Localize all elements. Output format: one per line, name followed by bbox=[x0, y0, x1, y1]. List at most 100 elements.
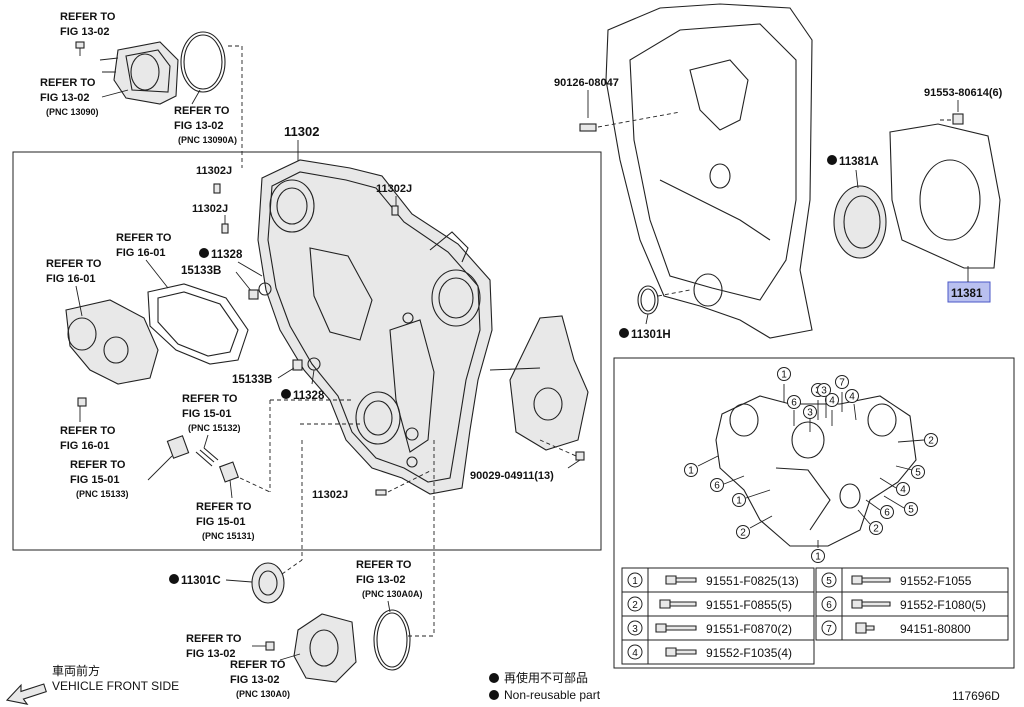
refer-label-3c: (PNC 13090A) bbox=[178, 135, 237, 145]
svg-text:3: 3 bbox=[807, 408, 813, 419]
svg-text:94151-80800: 94151-80800 bbox=[900, 622, 971, 636]
timing-cover-frame bbox=[12, 151, 602, 551]
callout-marker: 6 bbox=[865, 499, 894, 519]
svg-text:5: 5 bbox=[826, 576, 832, 587]
lower-pump-drawing bbox=[293, 613, 357, 683]
timing-chain-cover-drawing bbox=[257, 159, 493, 495]
part-11302j-label-b: 11302J bbox=[192, 203, 228, 215]
lower-o-ring-drawing bbox=[373, 609, 411, 671]
refer-label-10b: FIG 13-02 bbox=[356, 574, 406, 586]
part-11301c-label: 11301C bbox=[181, 575, 221, 587]
part-11302j-label-c: 11302J bbox=[376, 183, 412, 195]
refer-label-1a: REFER TO bbox=[60, 11, 116, 23]
non-reusable-legend: 再使用不可部品 Non-reusable part bbox=[489, 670, 601, 702]
svg-text:91551-F0825(13): 91551-F0825(13) bbox=[706, 574, 799, 588]
part-15133b-label-a: 15133B bbox=[181, 265, 221, 277]
svg-text:5: 5 bbox=[908, 505, 914, 516]
refer-label-8a: REFER TO bbox=[70, 459, 126, 471]
water-pump-drawing bbox=[65, 299, 159, 385]
refer-label-2a: REFER TO bbox=[40, 77, 96, 89]
svg-text:1: 1 bbox=[736, 496, 742, 507]
svg-text:91552-F1035(4): 91552-F1035(4) bbox=[706, 646, 792, 660]
callout-marker: 4 bbox=[879, 477, 910, 496]
refer-label-2c: (PNC 13090) bbox=[46, 107, 99, 117]
bolt-row: 5 91552-F1055 bbox=[821, 572, 972, 588]
refer-label-9c: (PNC 15131) bbox=[202, 531, 255, 541]
svg-text:1: 1 bbox=[688, 466, 694, 477]
bolt-table: 1 91551-F0825(13) 2 91551-F0855(5) 3 915… bbox=[621, 567, 1009, 665]
svg-text:91552-F1080(5): 91552-F1080(5) bbox=[900, 598, 986, 612]
rear-oil-seal-drawing bbox=[833, 185, 887, 259]
part-91553-label: 91553-80614(6) bbox=[924, 87, 1003, 99]
bolt-row: 6 91552-F1080(5) bbox=[821, 596, 986, 612]
callout-marker: 4 bbox=[845, 389, 859, 421]
refer-label-5a: REFER TO bbox=[46, 258, 102, 270]
svg-text:VEHICLE FRONT SIDE: VEHICLE FRONT SIDE bbox=[52, 679, 179, 693]
refer-label-7b: FIG 15-01 bbox=[182, 408, 232, 420]
svg-text:1: 1 bbox=[781, 370, 787, 381]
part-11302-label: 11302 bbox=[284, 124, 319, 139]
part-11381-label: 11381 bbox=[951, 288, 983, 300]
refer-label-3b: FIG 13-02 bbox=[174, 120, 224, 132]
part-11302j-label-a: 11302J bbox=[196, 165, 232, 177]
refer-label-7a: REFER TO bbox=[182, 393, 238, 405]
bullet-icon bbox=[489, 690, 499, 700]
oil-pump-bracket-drawing bbox=[489, 315, 589, 451]
svg-text:6: 6 bbox=[826, 600, 832, 611]
figure-id: 117696D bbox=[952, 689, 1000, 703]
refer-label-10a: REFER TO bbox=[356, 559, 412, 571]
refer-label-12a: REFER TO bbox=[230, 659, 286, 671]
refer-label-9b: FIG 15-01 bbox=[196, 516, 246, 528]
vacuum-pump-drawing bbox=[99, 41, 179, 105]
svg-text:車両前方: 車両前方 bbox=[52, 663, 100, 678]
callout-marker: 2 bbox=[897, 433, 938, 447]
relief-valve-parts-drawing bbox=[166, 435, 240, 483]
refer-label-2b: FIG 13-02 bbox=[40, 92, 90, 104]
svg-text:91551-F0855(5): 91551-F0855(5) bbox=[706, 598, 792, 612]
svg-text:再使用不可部品: 再使用不可部品 bbox=[504, 670, 588, 685]
svg-text:91552-F1055: 91552-F1055 bbox=[900, 574, 972, 588]
callout-marker: 6 bbox=[710, 475, 745, 492]
svg-text:91551-F0870(2): 91551-F0870(2) bbox=[706, 622, 792, 636]
refer-label-9a: REFER TO bbox=[196, 501, 252, 513]
callout-marker: 3 bbox=[803, 405, 817, 432]
callout-marker: 1 bbox=[777, 367, 791, 402]
refer-label-11a: REFER TO bbox=[186, 633, 242, 645]
engine-block-drawing bbox=[605, 3, 813, 339]
svg-text:3: 3 bbox=[632, 624, 638, 635]
part-11381-highlight bbox=[947, 281, 991, 303]
svg-text:2: 2 bbox=[873, 524, 879, 535]
part-11328-label-b: 11328 bbox=[293, 390, 325, 402]
svg-text:4: 4 bbox=[849, 392, 855, 403]
refer-label-5b: FIG 16-01 bbox=[46, 273, 96, 285]
svg-text:6: 6 bbox=[714, 481, 720, 492]
svg-text:4: 4 bbox=[632, 648, 638, 659]
refer-label-8b: FIG 15-01 bbox=[70, 474, 120, 486]
part-11328-label-a: 11328 bbox=[211, 249, 243, 261]
callout-marker: 1 bbox=[811, 540, 825, 563]
refer-label-3a: REFER TO bbox=[174, 105, 230, 117]
callout-marker: 5 bbox=[895, 465, 925, 479]
part-15133b-label-b: 15133B bbox=[232, 374, 272, 386]
rear-seal-retainer-drawing bbox=[889, 123, 1001, 269]
callout-marker: 7 bbox=[835, 375, 849, 412]
arrow-left-icon bbox=[5, 683, 47, 705]
refer-label-12b: FIG 13-02 bbox=[230, 674, 280, 686]
part-90126-label: 90126-08047 bbox=[554, 77, 619, 89]
water-pump-gasket-drawing bbox=[147, 283, 249, 365]
svg-text:1: 1 bbox=[815, 552, 821, 563]
bolt-row: 4 91552-F1035(4) bbox=[627, 644, 792, 660]
refer-label-1b: FIG 13-02 bbox=[60, 26, 110, 38]
refer-label-11b: FIG 13-02 bbox=[186, 648, 236, 660]
bullet-icon bbox=[489, 673, 499, 683]
svg-text:4: 4 bbox=[900, 485, 906, 496]
svg-text:2: 2 bbox=[632, 600, 638, 611]
part-11301h-label: 11301H bbox=[631, 329, 671, 341]
callout-marker: 2 bbox=[857, 509, 883, 535]
callout-marker: 1 bbox=[732, 489, 771, 507]
refer-label-4a: REFER TO bbox=[116, 232, 172, 244]
svg-text:2: 2 bbox=[740, 528, 746, 539]
svg-text:6: 6 bbox=[884, 508, 890, 519]
svg-text:7: 7 bbox=[826, 624, 832, 635]
